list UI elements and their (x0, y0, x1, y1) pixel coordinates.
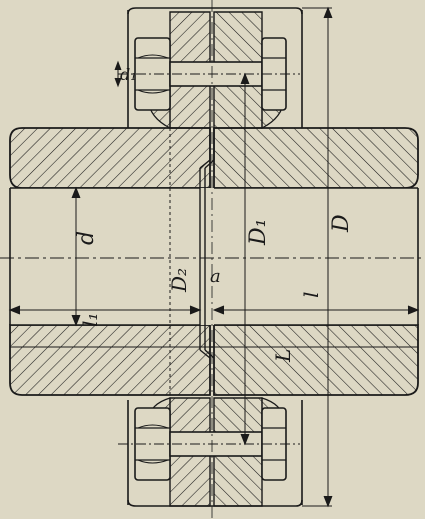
hub-left-half (9, 127, 211, 396)
centering-gap (199, 0, 215, 519)
label-D: D (329, 214, 354, 233)
label-D2: D₂ (167, 268, 191, 293)
label-d1: d₁ (120, 65, 137, 84)
label-d: d (74, 231, 99, 245)
label-l: l (299, 292, 323, 298)
label-L: L (271, 349, 295, 363)
shaft-bore (0, 187, 425, 326)
label-a: a (210, 266, 221, 287)
dimension-lines (8, 6, 420, 508)
label-l1: l₁ (78, 313, 102, 327)
hub-right-half (213, 127, 419, 396)
bottom-bolt (118, 407, 300, 481)
label-D1: D₁ (246, 219, 271, 246)
